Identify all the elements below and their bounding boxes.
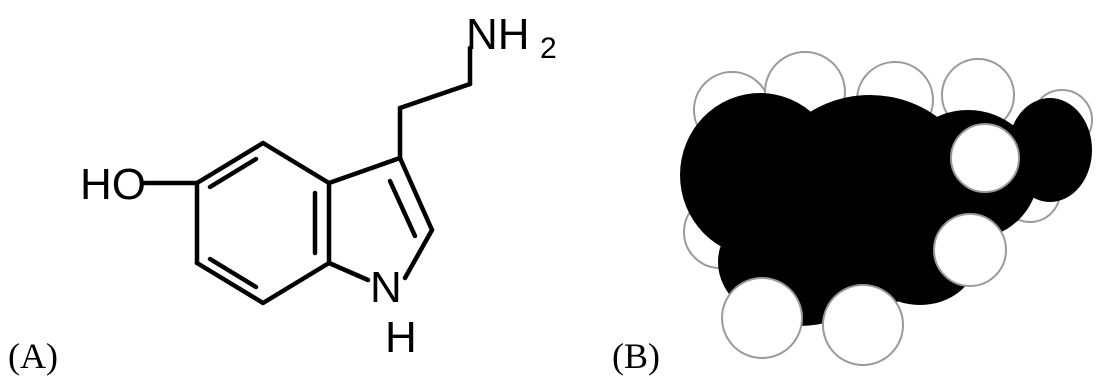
bond-c3-c2 — [397, 155, 435, 233]
hydrogen-atom — [822, 284, 904, 366]
amine-label: NH — [466, 10, 530, 59]
space-filling-model — [680, 51, 1093, 366]
hydrogen-atom — [933, 213, 1007, 287]
bond-c6-c7 — [194, 260, 266, 306]
bond-c3a-c3 — [326, 155, 403, 186]
hydrogen-atom — [950, 123, 1020, 193]
bond-c2-n1 — [402, 227, 435, 281]
bond-c7a-n1 — [326, 260, 371, 283]
panel-label-b: (B) — [612, 336, 660, 376]
bond-c7-c7a — [260, 260, 332, 306]
bond-c3a-c4 — [260, 140, 332, 186]
ring-hydrogen-label: H — [385, 313, 417, 362]
ring-nitrogen-label: N — [370, 263, 402, 312]
hydrogen-atom — [721, 277, 803, 359]
structural-formula: HO NH 2 N H — [80, 10, 557, 362]
double-bond-c4-c5 — [207, 156, 259, 190]
bond-cb-ca — [397, 81, 473, 111]
amine-subscript: 2 — [540, 32, 557, 65]
double-bond-c6-c7 — [207, 256, 259, 290]
bond-c4-c5 — [194, 140, 266, 186]
hydroxyl-label: HO — [80, 160, 146, 209]
double-bond-c3-c2 — [387, 178, 418, 239]
panel-label-a: (A) — [8, 336, 58, 376]
